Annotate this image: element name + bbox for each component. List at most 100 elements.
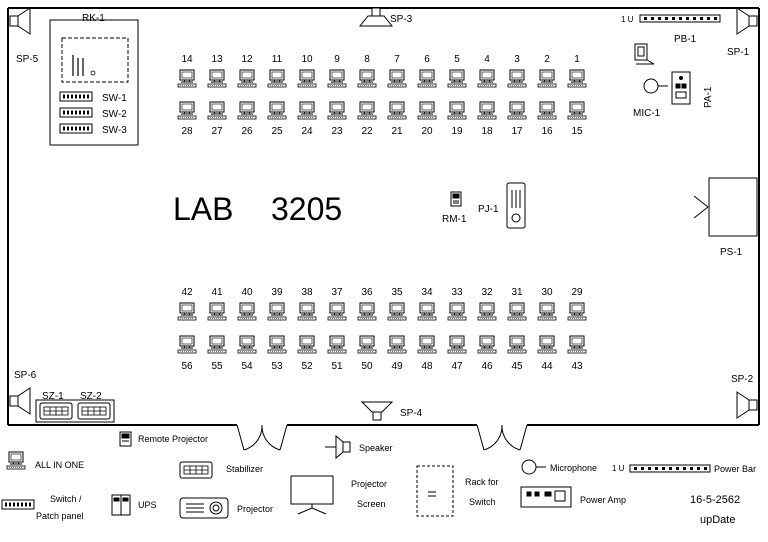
keyboard-icon [177, 83, 197, 88]
workstation-15: 15 [567, 101, 587, 137]
workstation-22: 22 [357, 101, 377, 137]
keyboard-icon [297, 83, 317, 88]
legend-microphone-label: Microphone [550, 463, 597, 473]
legend-all-in-one-icon [6, 451, 26, 470]
workstation-55: 55 [207, 335, 227, 372]
computer-icon [449, 69, 465, 83]
computer-icon [209, 101, 225, 115]
workstation-number: 32 [481, 287, 493, 298]
computer-icon [419, 101, 435, 115]
switch-sw2-icon [59, 107, 93, 118]
legend-stabilizer-label: Stabilizer [226, 464, 263, 474]
legend-remote-projector-icon [119, 431, 132, 447]
keyboard-icon [267, 349, 287, 354]
computer-icon [479, 335, 495, 349]
computer-icon [269, 335, 285, 349]
legend-speaker-label: Speaker [359, 443, 393, 453]
workstation-32: 32 [477, 287, 497, 321]
workstation-number: 43 [571, 361, 583, 372]
computer-icon [539, 69, 555, 83]
remote-rm1-label: RM-1 [442, 214, 467, 225]
keyboard-icon [237, 316, 257, 321]
speaker-sp2-label: SP-2 [731, 374, 754, 385]
speaker-sp6-label: SP-6 [14, 370, 37, 381]
workstation-17: 17 [507, 101, 527, 137]
workstation-38: 38 [297, 287, 317, 321]
workstation-51: 51 [327, 335, 347, 372]
workstation-number: 23 [331, 126, 343, 137]
workstation-45: 45 [507, 335, 527, 372]
workstation-number: 13 [211, 54, 223, 65]
workstation-number: 44 [541, 361, 553, 372]
computer-icon [569, 101, 585, 115]
legend-power-amp-label: Power Amp [580, 495, 626, 505]
workstation-28: 28 [177, 101, 197, 137]
computer-icon [539, 335, 555, 349]
workstation-12: 12 [237, 54, 257, 88]
keyboard-icon [537, 349, 557, 354]
workstation-number: 2 [544, 54, 550, 65]
workstation-5: 5 [447, 54, 467, 88]
speaker-sp2-icon [736, 391, 758, 419]
keyboard-icon [207, 115, 227, 120]
computer-icon [299, 335, 315, 349]
keyboard-icon [297, 349, 317, 354]
workstation-number: 10 [301, 54, 313, 65]
computer-icon [449, 101, 465, 115]
workstation-7: 7 [387, 54, 407, 88]
computer-icon [389, 101, 405, 115]
keyboard-icon [477, 349, 497, 354]
workstation-number: 34 [421, 287, 433, 298]
workstation-30: 30 [537, 287, 557, 321]
legend-ups-label: UPS [138, 500, 157, 510]
legend-switch-label-2: Patch panel [36, 511, 84, 521]
workstation-number: 51 [331, 361, 343, 372]
workstation-1: 1 [567, 54, 587, 88]
keyboard-icon [237, 349, 257, 354]
computer-icon [539, 101, 555, 115]
keyboard-icon [177, 316, 197, 321]
workstation-16: 16 [537, 101, 557, 137]
workstation-number: 11 [272, 54, 283, 65]
workstation-number: 26 [241, 126, 253, 137]
keyboard-icon [267, 83, 287, 88]
keyboard-icon [477, 115, 497, 120]
computer-icon [269, 69, 285, 83]
keyboard-icon [417, 349, 437, 354]
workstation-41: 41 [207, 287, 227, 321]
keyboard-icon [507, 316, 527, 321]
workstation-31: 31 [507, 287, 527, 321]
keyboard-icon [447, 349, 467, 354]
workstation-number: 41 [211, 287, 223, 298]
workstation-number: 38 [301, 287, 313, 298]
keyboard-icon [267, 316, 287, 321]
workstation-number: 15 [571, 126, 583, 137]
computer-icon [359, 69, 375, 83]
speaker-sp3-label: SP-3 [390, 14, 413, 25]
keyboard-icon [237, 115, 257, 120]
keyboard-icon [447, 83, 467, 88]
workstation-54: 54 [237, 335, 257, 372]
update-date: 16-5-2562 [690, 494, 740, 506]
keyboard-icon [357, 115, 377, 120]
keyboard-icon [567, 83, 587, 88]
workstation-number: 53 [271, 361, 283, 372]
computer-icon [239, 69, 255, 83]
keyboard-icon [327, 316, 347, 321]
computer-icon [209, 302, 225, 316]
computer-icon [509, 69, 525, 83]
keyboard-icon [417, 83, 437, 88]
room-name: LAB [173, 191, 233, 227]
speaker-sp6-icon [9, 387, 31, 415]
legend-projector-label: Projector [237, 504, 273, 514]
speaker-sp4-label: SP-4 [400, 408, 423, 419]
workstation-number: 20 [421, 126, 433, 137]
workstation-40: 40 [237, 287, 257, 321]
workstation-18: 18 [477, 101, 497, 137]
computer-icon [479, 101, 495, 115]
computer-icon [389, 302, 405, 316]
computer-icon [359, 302, 375, 316]
computer-icon [299, 302, 315, 316]
legend-projector-screen-label-1: Projector [351, 479, 387, 489]
computer-icon [179, 69, 195, 83]
